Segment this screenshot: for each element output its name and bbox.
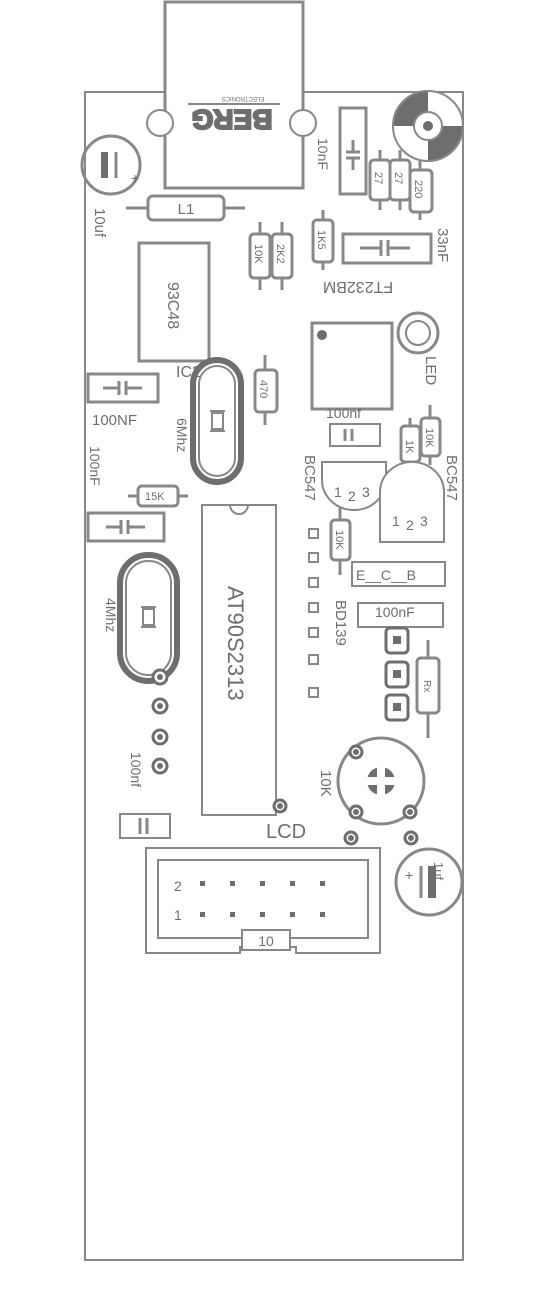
capacitor-100nf-left-top: 100NF — [86, 372, 160, 429]
resistor-1k-label: 1K — [403, 440, 415, 454]
lcd-header: LCD 10 2 1 — [145, 798, 419, 954]
resistor-1k5: 1K5 — [311, 210, 335, 270]
resistor-470: 470 — [253, 355, 279, 425]
svg-text:3: 3 — [420, 513, 428, 529]
transistor-bd139: E__C__B BD139 — [332, 561, 446, 646]
crystal-4mhz: 4Mhz — [103, 552, 180, 684]
bc547-1-label: BC547 — [301, 455, 318, 501]
resistor-rx-label: Rx — [421, 680, 432, 692]
crystal-4mhz-label: 4Mhz — [103, 598, 119, 632]
potentiometer-10k: 10K — [317, 736, 426, 826]
resistor-15k: 15K — [128, 484, 188, 508]
led-label: LED — [422, 356, 439, 385]
led-top-round — [392, 90, 464, 162]
ic-ft232bm-label: FT232BM — [323, 278, 393, 295]
cap-10uf-label: 10uf — [91, 208, 108, 238]
resistor-27-a-label: 27 — [372, 172, 384, 184]
capacitor-100nf-bottom — [119, 813, 171, 839]
mcu-label: AT90S2313 — [223, 586, 248, 701]
capacitor-100nf-right: 100nF — [357, 602, 444, 628]
svg-text:1: 1 — [392, 513, 400, 529]
bc547-2-label: BC547 — [443, 455, 460, 501]
resistor-27-b: 27 — [388, 150, 412, 210]
resistor-1k5-label: 1K5 — [315, 230, 327, 250]
ic-93c48: 93C48 IC2 — [137, 241, 211, 381]
svg-text:+: + — [131, 170, 139, 186]
resistor-10k-b-label: 10K — [423, 428, 435, 448]
svg-text:3: 3 — [362, 484, 370, 500]
resistor-220-label: 220 — [412, 180, 424, 198]
pad-column — [308, 528, 319, 698]
capacitor-10nf: 10nF — [315, 106, 368, 196]
header-row1-label: 1 — [174, 907, 182, 923]
header-row2-label: 2 — [174, 878, 182, 894]
header-pin-dots — [200, 881, 325, 917]
capacitor-100nf-ft: 100nf — [326, 405, 381, 447]
usb-connector: ELECTRONICS BERG — [146, 0, 317, 190]
cap-33nf-label: 33nF — [434, 228, 451, 262]
cap-10nf-label: 10nF — [315, 138, 331, 170]
resistor-27-a: 27 — [368, 150, 392, 210]
inductor-l1-label: L1 — [178, 201, 195, 218]
svg-text:2: 2 — [348, 488, 356, 504]
resistor-470-label: 470 — [257, 380, 269, 398]
resistor-10k-c: 10K — [329, 508, 352, 575]
hex-pads — [384, 626, 410, 722]
capacitor-33nf: 33nF — [341, 228, 451, 265]
cap-1uf-label: 1uf — [431, 862, 446, 880]
resistor-27-b-label: 27 — [392, 172, 404, 184]
svg-text:2: 2 — [406, 517, 414, 533]
pot-10k-label: 10K — [317, 770, 334, 797]
capacitor-1uf: + 1uf — [394, 847, 464, 917]
svg-text:+: + — [405, 867, 413, 883]
resistor-rx: Rx — [415, 640, 441, 738]
crystal-6mhz-label: 6Mhz — [174, 418, 190, 452]
resistor-10k-top: 10K — [248, 222, 272, 290]
cap-100nf-bottom-label: 100nf — [128, 752, 144, 787]
round-pads-left: 100nf — [128, 668, 169, 787]
capacitor-10uf: + 10uf — [80, 134, 142, 238]
transistor-bc547-1: BC547 1 2 3 — [301, 455, 387, 511]
svg-text:1: 1 — [334, 484, 342, 500]
cap-100nf-big-label: 100NF — [92, 412, 137, 429]
crystal-6mhz: 6Mhz — [174, 357, 244, 485]
capacitor-100nf-left: 100nF — [86, 446, 166, 543]
resistor-10k-top-label: 10K — [252, 244, 264, 264]
bd139-label: BD139 — [332, 600, 349, 646]
cap-100nf-ft-label: 100nf — [326, 405, 361, 421]
resistor-10k-c-label: 10K — [333, 530, 345, 550]
mcu-at90s2313: AT90S2313 — [201, 504, 277, 816]
inductor-l1: L1 — [126, 194, 245, 222]
transistor-bc547-2: BC547 1 2 3 — [379, 455, 460, 543]
cap-100nf-right-label: 100nF — [375, 604, 415, 620]
resistor-2k2-label: 2K2 — [274, 244, 286, 264]
connector-brand-sub: ELECTRONICS — [222, 95, 265, 101]
lcd-label: LCD — [266, 821, 306, 843]
ic-93c48-label: 93C48 — [164, 282, 181, 329]
ic-ft232bm: FT232BM — [310, 278, 394, 411]
connector-brand: BERG — [192, 104, 273, 135]
led: LED — [396, 311, 440, 385]
resistor-10k-b: 10K — [419, 405, 442, 465]
header-pins-label: 10 — [258, 933, 274, 949]
cap-100nf-left-label: 100nF — [87, 446, 103, 486]
resistor-2k2: 2K2 — [270, 222, 294, 290]
bd139-pins-label: E__C__B — [356, 567, 416, 583]
resistor-15k-label: 15K — [145, 491, 165, 503]
resistor-220: 220 — [408, 160, 434, 220]
